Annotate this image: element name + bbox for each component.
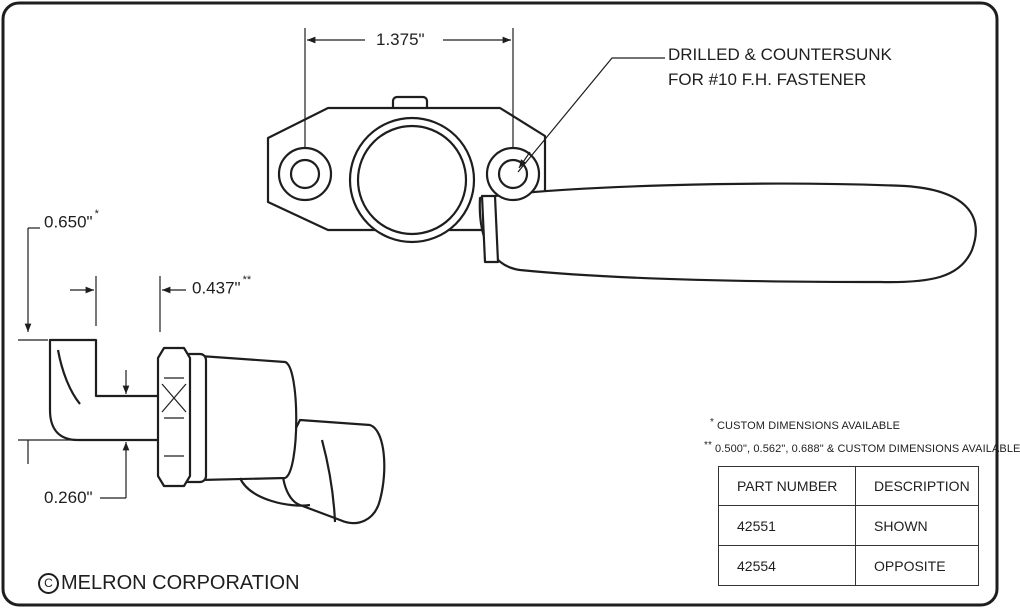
hub-circle: [348, 116, 476, 244]
hook-inner: [56, 349, 81, 405]
callout-leader: [517, 57, 665, 173]
custom-mark: *: [94, 208, 99, 220]
part-number-cell: 42554: [718, 545, 856, 586]
note-mark: *: [710, 417, 714, 428]
right-hole-inner: [497, 158, 529, 190]
callout-line-2: FOR #10 F.H. FASTENER: [668, 70, 867, 89]
hex-nut: [156, 346, 192, 488]
dimension-depth: [18, 227, 48, 341]
company-name: MELRON CORPORATION: [61, 572, 300, 594]
note-offset-options: **0.500", 0.562", 0.688" & CUSTOM DIMENS…: [704, 440, 1020, 455]
dimension-depth-label: 0.650"*: [44, 208, 99, 232]
note-text: CUSTOM DIMENSIONS AVAILABLE: [717, 420, 901, 432]
description-cell: SHOWN: [855, 505, 979, 546]
note-text: 0.500", 0.562", 0.688" & CUSTOM DIMENSIO…: [714, 443, 1020, 455]
callout-line-1: DRILLED & COUNTERSUNK: [668, 45, 892, 64]
hub-inner: [356, 124, 468, 236]
note-custom-dimensions: *CUSTOM DIMENSIONS AVAILABLE: [710, 417, 901, 432]
header-part-number: PART NUMBER: [718, 466, 856, 506]
dimension-span: [304, 28, 514, 148]
dimension-offset: [70, 276, 186, 332]
side-blade-shade: [320, 439, 337, 523]
side-body: [198, 354, 298, 482]
parts-table: PART NUMBER DESCRIPTION 42551 SHOWN 4255…: [718, 466, 979, 586]
handle-side-view: [48, 338, 386, 525]
dimension-shank: [18, 370, 130, 499]
description-cell: OPPOSITE: [855, 545, 979, 586]
hex-nut-facets: [161, 377, 187, 457]
dimension-shank-label: 0.260": [44, 488, 93, 507]
table-row: 42551 SHOWN: [718, 505, 979, 546]
copyright-icon: C: [38, 573, 59, 594]
hook: [48, 338, 162, 442]
table-header-row: PART NUMBER DESCRIPTION: [718, 466, 979, 506]
lever-blade: [478, 182, 977, 284]
dimension-span-label: 1.375": [376, 30, 425, 49]
dimension-offset-label: 0.437"**: [192, 274, 252, 298]
table-row: 42554 OPPOSITE: [718, 545, 979, 586]
fastener-callout: DRILLED & COUNTERSUNK FOR #10 F.H. FASTE…: [668, 42, 892, 92]
side-blade: [281, 418, 386, 525]
note-mark: **: [704, 440, 712, 451]
custom-mark-double: **: [242, 274, 252, 286]
header-description: DESCRIPTION: [855, 466, 979, 506]
sheet-border: [1, 1, 999, 607]
side-body-lower: [238, 477, 311, 507]
part-number-cell: 42551: [718, 505, 856, 546]
handle-top-view: [266, 95, 977, 284]
left-hole-inner: [289, 158, 321, 190]
lever-collar: [480, 194, 500, 264]
